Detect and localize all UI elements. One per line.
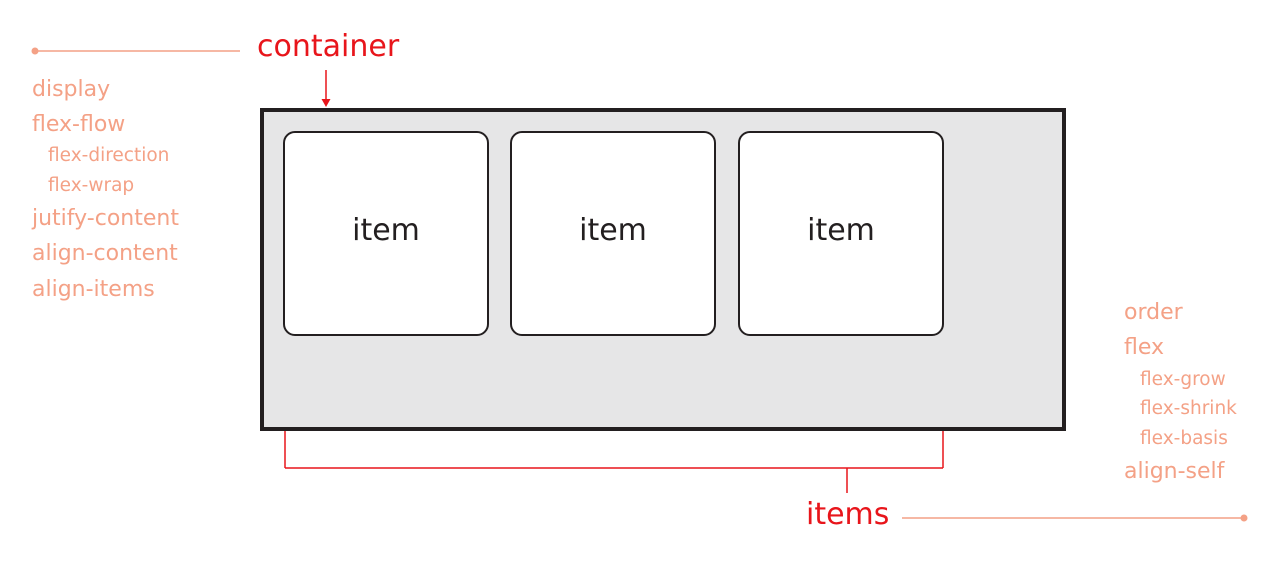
- container-pointer-arrow: [321, 70, 331, 107]
- items-connector-dot: [1240, 514, 1248, 522]
- container-property: align-items: [32, 277, 155, 302]
- item-property: flex: [1124, 335, 1165, 360]
- item-property: align-self: [1124, 459, 1225, 484]
- item-sub-property: flex-grow: [1140, 369, 1226, 390]
- container-property: jutify-content: [32, 206, 179, 231]
- item-sub-property: flex-basis: [1140, 428, 1228, 449]
- flex-item-label: item: [579, 212, 647, 248]
- container-connector-dot: [31, 47, 39, 55]
- flex-item-box: item: [510, 131, 716, 336]
- container-property: display: [32, 77, 111, 102]
- container-sub-property: flex-wrap: [48, 175, 135, 196]
- flex-item-label: item: [352, 212, 420, 248]
- flex-item-box: item: [283, 131, 489, 336]
- item-sub-property: flex-shrink: [1140, 398, 1237, 419]
- items-connector: [902, 514, 1248, 522]
- container-property: flex-flow: [32, 112, 126, 137]
- flex-item-label: item: [807, 212, 875, 248]
- flex-item-box: item: [738, 131, 944, 336]
- container-property: align-content: [32, 241, 178, 266]
- items-label: items: [806, 497, 890, 532]
- container-sub-property: flex-direction: [48, 145, 170, 166]
- container-label: container: [257, 29, 400, 64]
- container-connector: [31, 47, 240, 55]
- item-property: order: [1124, 300, 1183, 325]
